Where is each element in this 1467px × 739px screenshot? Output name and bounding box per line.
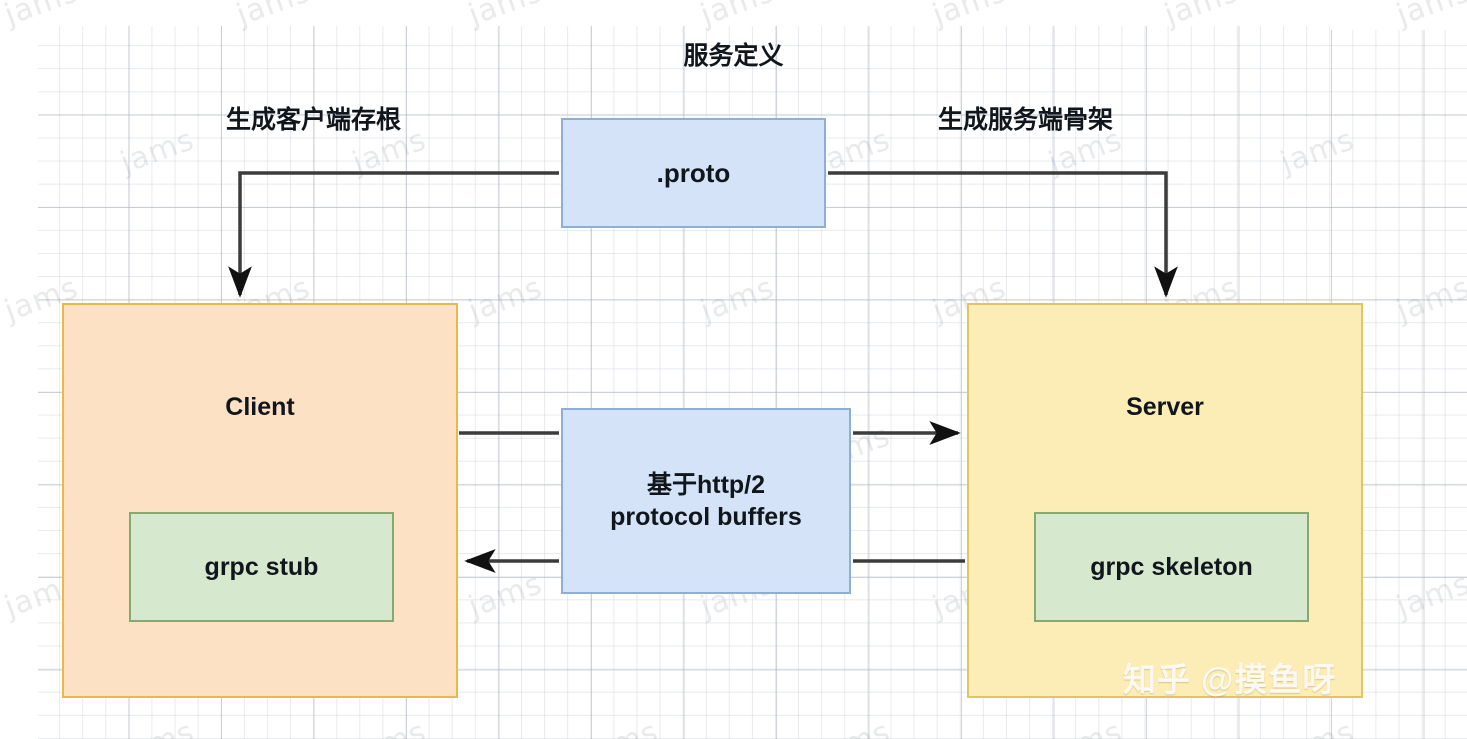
node-transport[interactable]: 基于http/2 protocol buffers bbox=[561, 408, 851, 594]
edge-label-generate-server-skeleton: 生成服务端骨架 bbox=[938, 106, 1114, 134]
node-server[interactable]: Server grpc skeleton bbox=[967, 303, 1363, 698]
grid-top-margin bbox=[0, 0, 1467, 26]
grid-left-margin bbox=[0, 0, 38, 739]
grid-topright-margin bbox=[1330, 0, 1467, 30]
node-transport-line1: 基于http/2 bbox=[646, 471, 766, 499]
node-client[interactable]: Client grpc stub bbox=[62, 303, 458, 698]
node-proto-label: .proto bbox=[656, 157, 731, 188]
edge-label-generate-client-stub: 生成客户端存根 bbox=[226, 106, 402, 134]
node-grpc-skeleton-label: grpc skeleton bbox=[1090, 552, 1253, 581]
node-client-title: Client bbox=[225, 393, 295, 421]
diagram-title: 服务定义 bbox=[683, 42, 784, 70]
node-grpc-skeleton[interactable]: grpc skeleton bbox=[1034, 512, 1309, 622]
node-server-title: Server bbox=[1126, 393, 1204, 421]
node-grpc-stub-label: grpc stub bbox=[204, 552, 319, 581]
node-proto[interactable]: .proto bbox=[561, 118, 826, 228]
zhihu-watermark: 知乎 @摸鱼呀 bbox=[1123, 661, 1337, 698]
node-transport-line2: protocol buffers bbox=[610, 503, 802, 531]
node-grpc-stub[interactable]: grpc stub bbox=[129, 512, 394, 622]
